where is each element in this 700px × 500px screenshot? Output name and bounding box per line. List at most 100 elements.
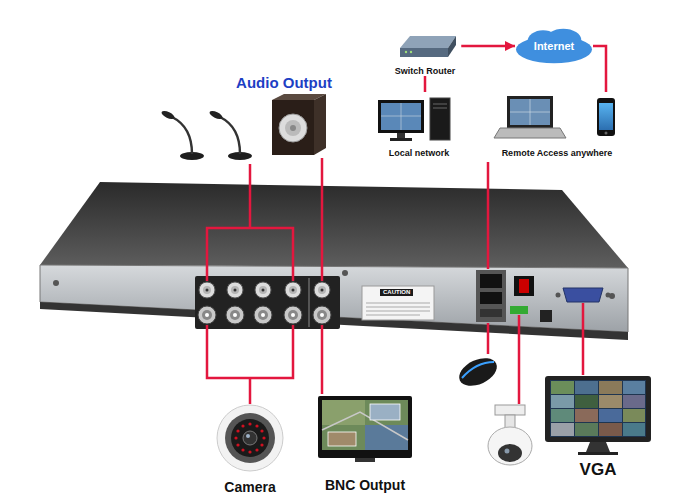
monitor-icon [550, 380, 646, 437]
signal-wire [207, 228, 293, 281]
network-port [476, 270, 506, 322]
monitor-icon [599, 423, 622, 436]
ptz-camera-icon [495, 405, 525, 415]
dvr-recorder [342, 270, 348, 276]
monitor-icon [599, 409, 622, 422]
device-box: Camera [200, 400, 300, 495]
rca-jack [262, 289, 265, 292]
bnc-jack [317, 310, 327, 320]
desktop-computer-icon [397, 133, 405, 138]
signal-wire [321, 325, 324, 394]
monitor-icon [623, 381, 645, 394]
monitor-icon [599, 395, 622, 408]
cloud-shape [516, 29, 592, 64]
dome-camera-icon [234, 436, 237, 439]
router-icon [410, 51, 412, 53]
dome-camera-icon [217, 405, 283, 471]
monitor-icon [322, 400, 408, 450]
monitor-icon [575, 423, 598, 436]
signal-wire [207, 158, 583, 404]
monitor-icon [586, 442, 610, 452]
dvr-recorder [40, 182, 628, 268]
bnc-jack [320, 313, 324, 317]
smartphone-icon [597, 98, 615, 136]
device-caption: Audio Output [236, 74, 332, 91]
dome-camera-icon [262, 436, 265, 439]
monitor-icon [545, 376, 651, 455]
dome-camera-icon [225, 413, 275, 463]
dome-camera-icon [248, 450, 251, 453]
bnc-jack [198, 306, 331, 324]
rca-jack [199, 282, 330, 298]
microphone-icon [172, 117, 192, 154]
dome-camera-icon [217, 405, 283, 471]
monitor-icon [551, 381, 574, 394]
dome-camera-icon [236, 443, 239, 446]
rca-jack [234, 289, 237, 292]
desktop-computer-icon [433, 108, 447, 109]
device-box: Local network [372, 92, 466, 158]
monitor-icon [623, 409, 645, 422]
signal-wire [249, 378, 252, 404]
monitor-icon [355, 458, 375, 462]
signal-wire [321, 158, 324, 281]
monitor-icon [578, 452, 618, 455]
monitor-icon [599, 381, 622, 394]
dome-camera-icon [260, 443, 263, 446]
device-box: VGA [540, 372, 656, 480]
desktop-computer-icon [378, 98, 450, 141]
mouse-icon [455, 353, 501, 392]
caution-sticker [366, 303, 430, 304]
device-box: Switch Router [389, 30, 462, 76]
rca-jack [289, 286, 297, 294]
bnc-jack [288, 310, 298, 320]
smartphone-icon [597, 98, 615, 136]
desktop-computer-icon [430, 98, 450, 140]
device-caption: VGA [580, 460, 617, 480]
network-link [424, 76, 427, 92]
router-icon [400, 48, 448, 57]
desktop-computer-icon [378, 100, 424, 133]
caution-sticker [366, 307, 430, 308]
monitor-icon [623, 395, 645, 408]
signal-wire [518, 315, 521, 404]
signal-wire [249, 164, 252, 228]
monitor-icon [328, 432, 356, 446]
power-switch [510, 306, 528, 314]
rca-jack [292, 289, 295, 292]
vga-port [563, 288, 603, 302]
dvr-recorder [40, 265, 628, 332]
bnc-jack [205, 313, 209, 317]
dome-camera-icon [243, 431, 257, 445]
device-caption: Internet [534, 40, 574, 53]
monitor-icon [365, 425, 408, 450]
router-icon [400, 36, 456, 57]
dome-camera-icon [231, 419, 269, 457]
router-icon [400, 36, 456, 48]
microphone-icon [208, 109, 223, 120]
dome-camera-icon [255, 424, 258, 427]
ptz-camera-icon [505, 449, 510, 454]
rca-jack [314, 282, 330, 298]
network-link [461, 45, 515, 48]
device-box: BNC Output [312, 392, 418, 493]
speaker-icon [272, 94, 326, 155]
bnc-jack [291, 313, 295, 317]
power-switch [519, 279, 529, 293]
device-box: Remote Access anywhere [489, 92, 625, 158]
speaker-icon [314, 94, 326, 155]
dome-camera-icon [241, 424, 244, 427]
signal-wire [487, 323, 490, 354]
desktop-computer-icon [381, 116, 421, 117]
monitor-icon [575, 409, 598, 422]
bnc-jack [198, 306, 216, 324]
monitor-icon [575, 381, 598, 394]
vga-port [556, 288, 611, 302]
network-port [480, 274, 502, 288]
bnc-jack [202, 310, 212, 320]
bnc-jack [258, 310, 268, 320]
monitor-icon [370, 404, 400, 420]
signal-wire [207, 325, 293, 378]
rca-jack [259, 286, 267, 294]
dvr-recorder [309, 278, 310, 327]
